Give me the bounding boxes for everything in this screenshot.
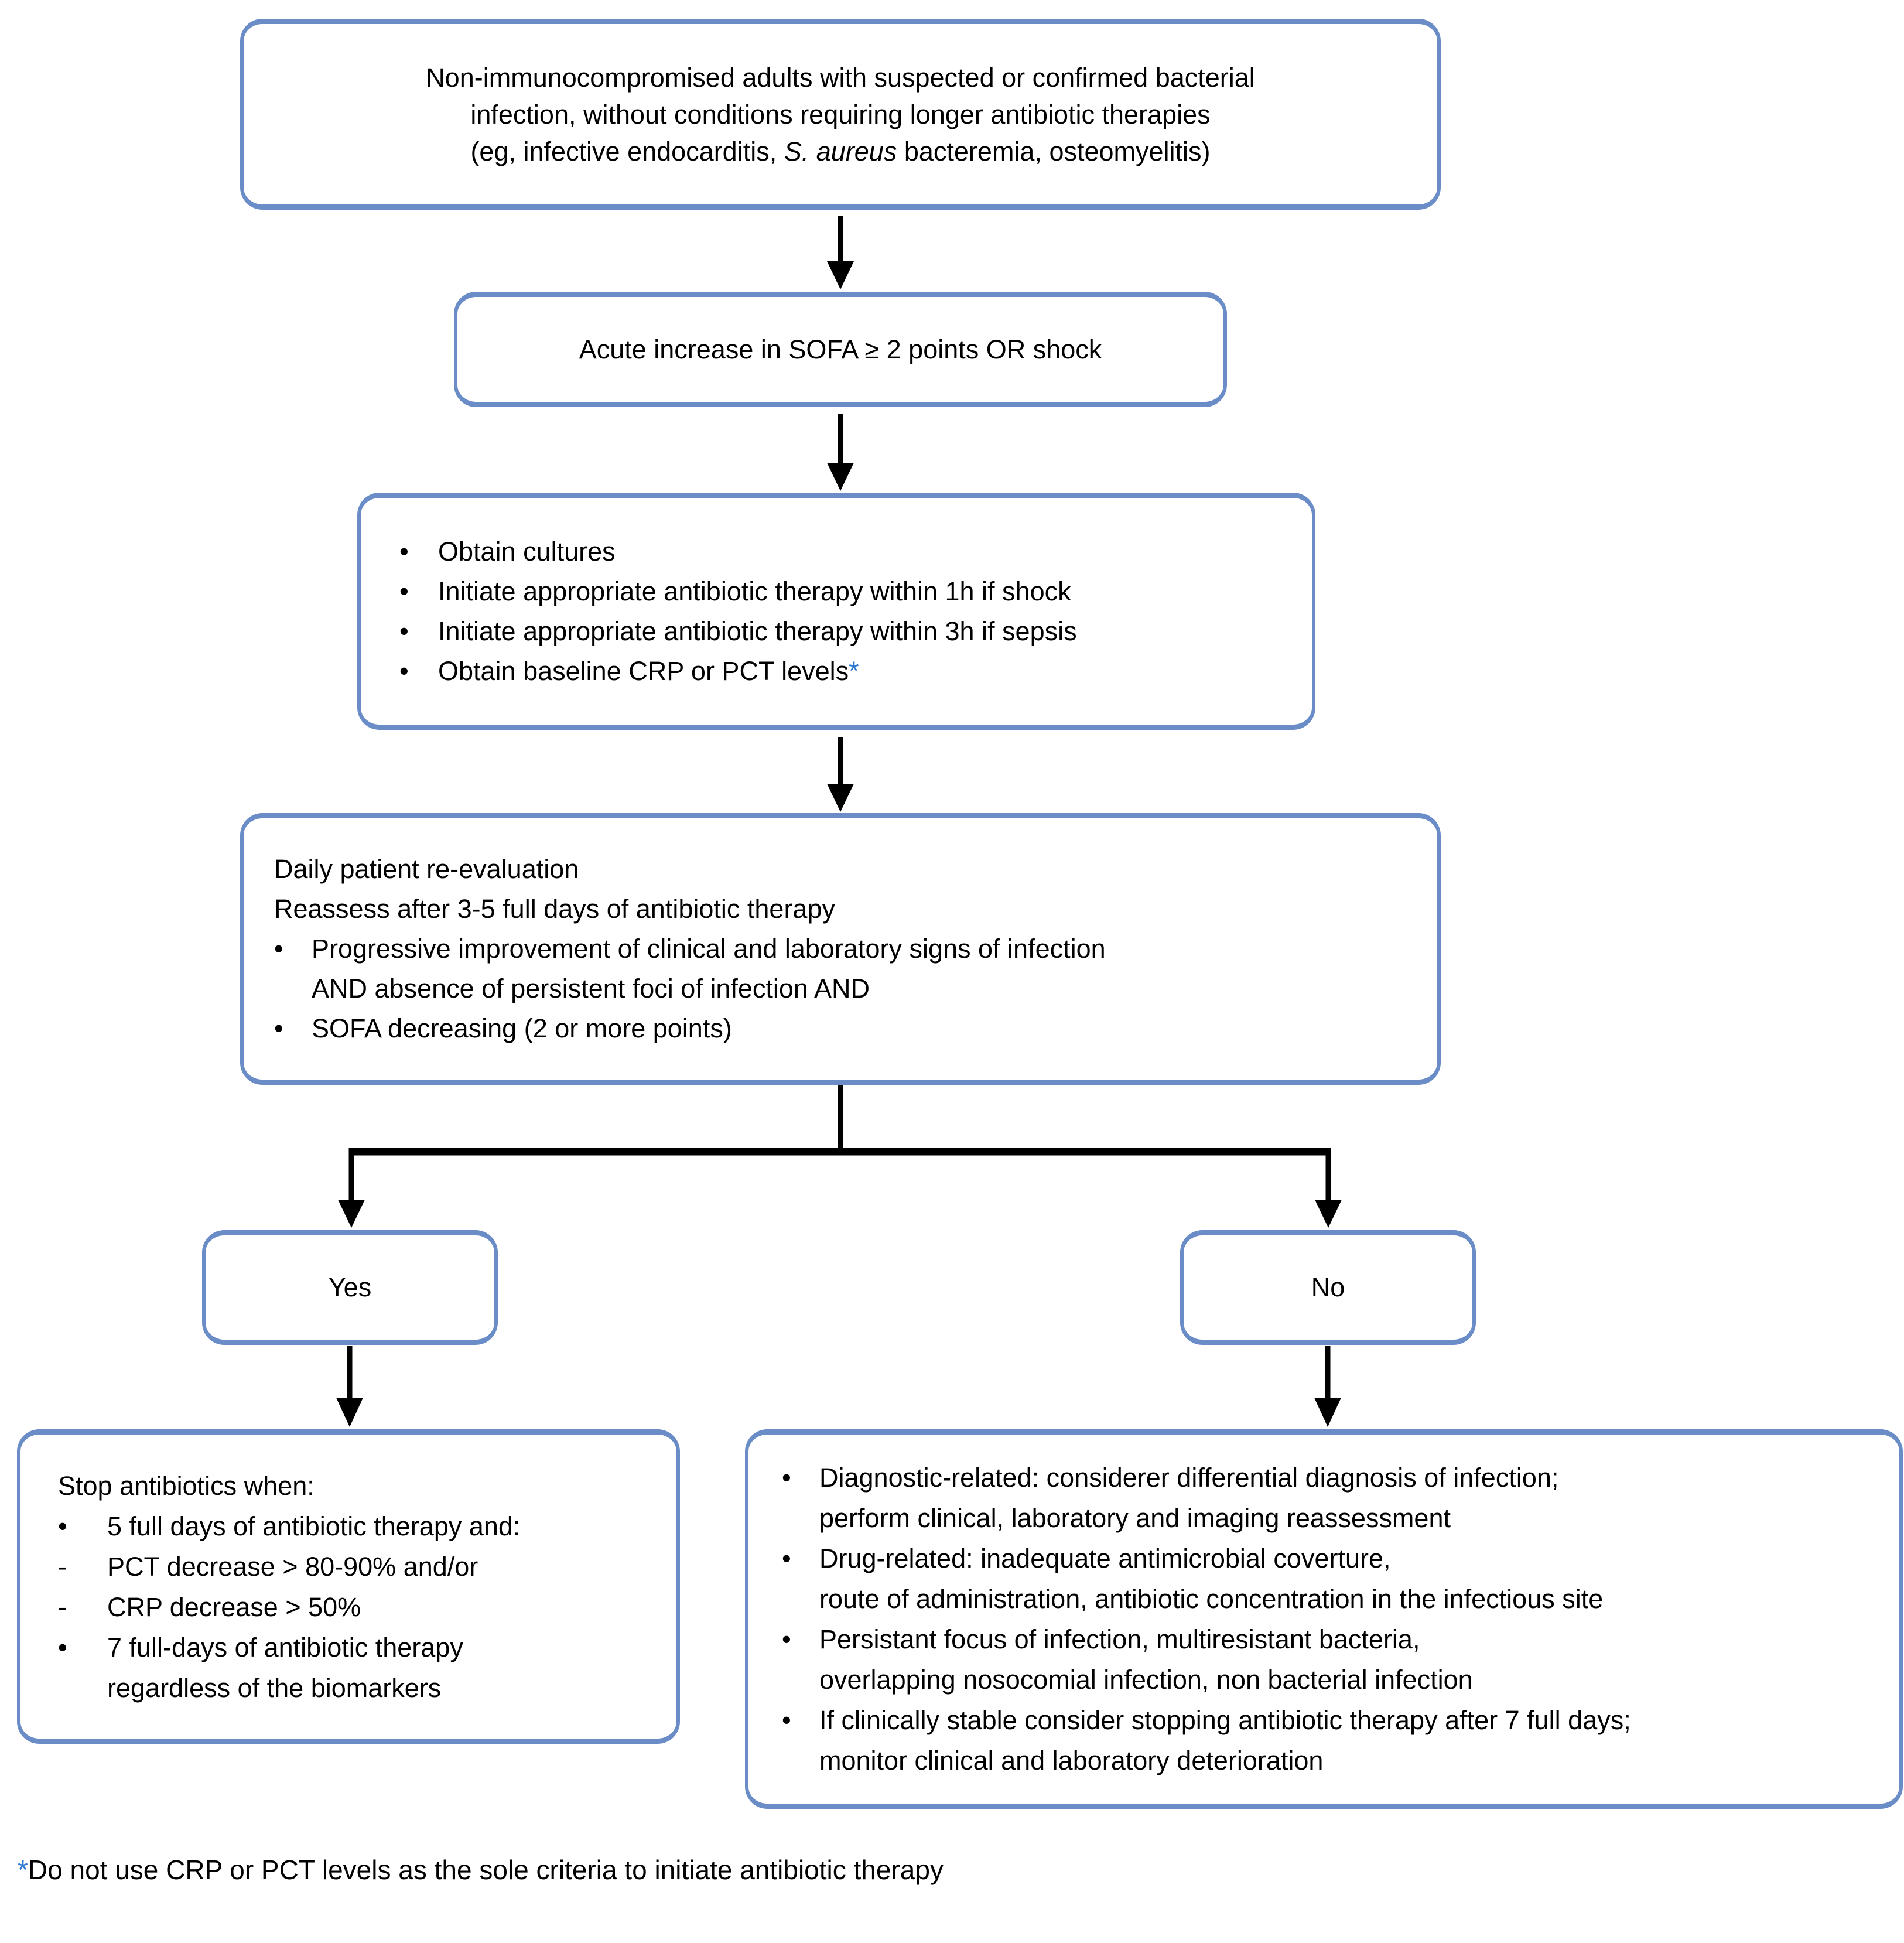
no-branch-box: No <box>1180 1230 1476 1345</box>
bullet-marker: • <box>782 1705 791 1735</box>
eligibility-line-3: (eg, infective endocarditis, S. aureus b… <box>470 136 1211 166</box>
no-branch-actions-box: • Diagnostic-related: considerer differe… <box>745 1429 1903 1809</box>
reevaluation-line-2: Reassess after 3-5 full days of antibiot… <box>274 894 835 924</box>
yes-label: Yes <box>328 1272 372 1302</box>
footnote-asterisk-ref: * <box>849 655 859 686</box>
bullet-marker: • <box>399 576 409 606</box>
reevaluation-box: Daily patient re-evaluation Reassess aft… <box>240 813 1441 1085</box>
list-item: - PCT decrease > 80-90% and/or <box>58 1546 667 1587</box>
arrow-eligibility-to-sofa <box>827 216 854 289</box>
arrow-initial-to-reeval <box>827 737 854 812</box>
arrow-yes-to-stop <box>336 1346 363 1427</box>
sofa-criteria-text: Acute increase in SOFA ≥ 2 points OR sho… <box>579 334 1102 364</box>
arrow-no-to-actions <box>1314 1346 1341 1427</box>
no-label: No <box>1311 1272 1345 1302</box>
stop-box-title: Stop antibiotics when: <box>58 1470 315 1501</box>
stop-antibiotics-box: Stop antibiotics when: • 5 full days of … <box>17 1429 680 1744</box>
species-name-italic: S. aureus <box>784 136 897 166</box>
list-item: • Obtain baseline CRP or PCT levels* <box>399 651 1312 691</box>
bullet-marker: • <box>399 616 409 646</box>
list-item: • 5 full days of antibiotic therapy and: <box>58 1506 667 1546</box>
dash-marker: - <box>58 1592 67 1622</box>
list-item: • Obtain cultures <box>399 532 1312 572</box>
bullet-marker: • <box>58 1511 67 1541</box>
bullet-marker: • <box>274 1013 283 1043</box>
initial-actions-box: • Obtain cultures • Initiate appropriate… <box>357 493 1315 730</box>
list-item: • SOFA decreasing (2 or more points) <box>274 1009 1416 1049</box>
list-item: • 7 full-days of antibiotic therapy rega… <box>58 1627 667 1708</box>
bullet-marker: • <box>782 1463 791 1493</box>
footnote: *Do not use CRP or PCT levels as the sol… <box>18 1855 944 1885</box>
list-item: - CRP decrease > 50% <box>58 1587 667 1627</box>
bullet-marker: • <box>274 934 283 964</box>
sofa-criteria-box: Acute increase in SOFA ≥ 2 points OR sho… <box>454 292 1227 407</box>
bullet-marker: • <box>58 1632 67 1662</box>
list-item: • Initiate appropriate antibiotic therap… <box>399 572 1312 612</box>
eligibility-box: Non-immunocompromised adults with suspec… <box>240 19 1441 210</box>
list-item: • Progressive improvement of clinical an… <box>274 929 1416 1009</box>
bullet-marker: • <box>399 536 409 566</box>
list-item: • Persistant focus of infection, multire… <box>782 1619 1885 1700</box>
bullet-marker: • <box>782 1624 791 1654</box>
yes-branch-box: Yes <box>202 1230 498 1345</box>
eligibility-line-2: infection, without conditions requiring … <box>470 99 1211 129</box>
eligibility-line-1: Non-immunocompromised adults with suspec… <box>426 62 1255 93</box>
branch-connector <box>338 1085 1342 1228</box>
list-item: • Diagnostic-related: considerer differe… <box>782 1457 1885 1538</box>
list-item: • If clinically stable consider stopping… <box>782 1700 1885 1781</box>
bullet-marker: • <box>782 1544 791 1573</box>
dash-marker: - <box>58 1551 67 1582</box>
list-item: • Drug-related: inadequate antimicrobial… <box>782 1538 1885 1619</box>
list-item: • Initiate appropriate antibiotic therap… <box>399 612 1312 651</box>
arrow-sofa-to-initial <box>827 414 854 491</box>
reevaluation-line-1: Daily patient re-evaluation <box>274 854 579 884</box>
footnote-asterisk: * <box>18 1855 28 1885</box>
bullet-marker: • <box>399 655 409 686</box>
